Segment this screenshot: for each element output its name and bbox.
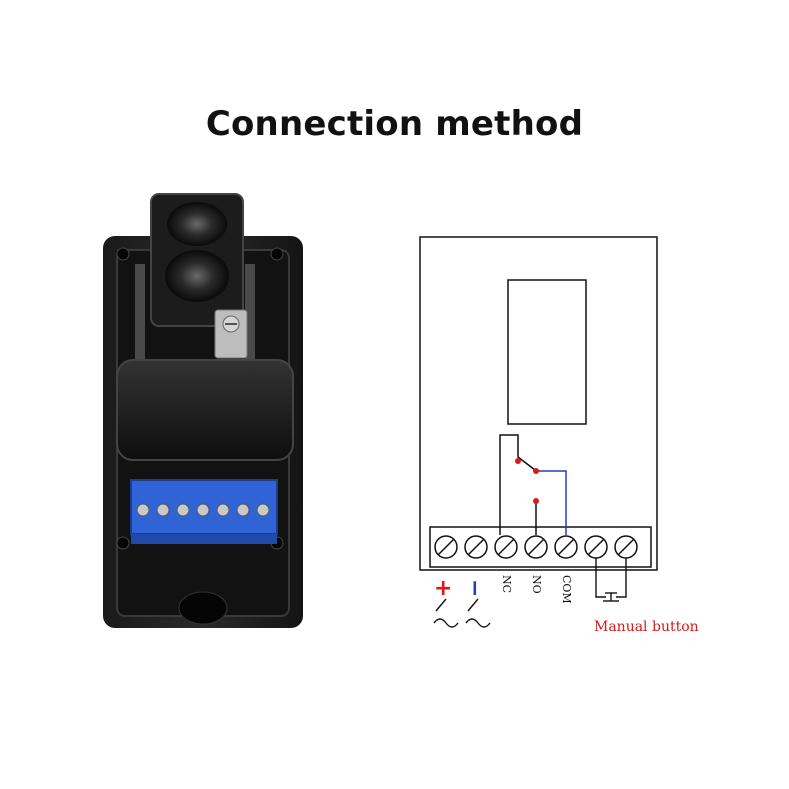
manual-button-wire bbox=[595, 558, 606, 598]
terminal-label-com: COM bbox=[560, 575, 573, 604]
wiring-diagram: NC NO COM + − Manual button bbox=[419, 236, 699, 635]
sensor-device-image bbox=[103, 193, 303, 628]
page-title: Connection method bbox=[205, 104, 584, 144]
manual-button-wire bbox=[616, 558, 627, 598]
lens-icon bbox=[167, 202, 227, 246]
terminal-screw-icon bbox=[524, 535, 548, 559]
terminal-screw-icon bbox=[584, 535, 608, 559]
screw-hole-icon bbox=[116, 536, 130, 550]
screw-hole-icon bbox=[270, 247, 284, 261]
relay-outline bbox=[507, 279, 587, 425]
lens-icon bbox=[165, 250, 229, 302]
terminal-screw-icon bbox=[614, 535, 638, 559]
com-wire bbox=[538, 470, 567, 535]
wire-cover bbox=[116, 359, 294, 461]
terminal-screw-icon bbox=[464, 535, 488, 559]
terminal-screw-icon bbox=[494, 535, 518, 559]
contact-dot bbox=[533, 468, 539, 474]
screw-hole-icon bbox=[116, 247, 130, 261]
push-button-icon bbox=[603, 592, 619, 602]
power-plus-label: + bbox=[434, 576, 452, 601]
contact-dot bbox=[515, 458, 521, 464]
terminal-screw-icon bbox=[434, 535, 458, 559]
cable-hole bbox=[178, 591, 228, 625]
board-outline bbox=[419, 236, 658, 571]
terminal-label-no: NO bbox=[530, 575, 543, 594]
terminal-label-nc: NC bbox=[500, 575, 513, 593]
terminal-screw-icon bbox=[554, 535, 578, 559]
terminal-strip bbox=[429, 526, 652, 568]
power-wire-icon bbox=[465, 598, 491, 628]
nc-wire bbox=[499, 434, 536, 535]
power-minus-label: − bbox=[462, 579, 487, 597]
power-wire-icon bbox=[433, 598, 459, 628]
contact-dot bbox=[533, 498, 539, 504]
manual-button-label: Manual button bbox=[594, 619, 699, 635]
